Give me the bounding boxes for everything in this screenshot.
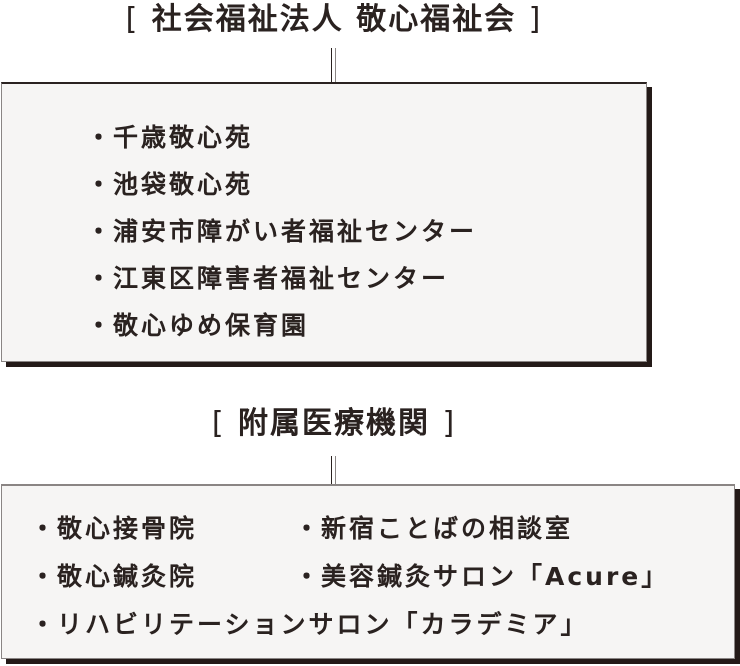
list-row: ・敬心鍼灸院 ・美容鍼灸サロン「Acure」 xyxy=(30,554,669,602)
organization-heading: [ 社会福祉法人 敬心福祉会 ] xyxy=(0,0,668,40)
facility-label: 敬心ゆめ保育園 xyxy=(113,311,310,340)
list-item: ・敬心接骨院 xyxy=(30,506,294,554)
facility-label: 池袋敬心苑 xyxy=(113,170,254,199)
medical-institutions-list: ・敬心接骨院 ・新宿ことばの相談室 ・敬心鍼灸院 ・美容鍼灸サロン「Acure」… xyxy=(30,506,669,650)
bullet-icon: ・ xyxy=(86,123,115,152)
institution-label: 美容鍼灸サロン「Acure」 xyxy=(321,562,670,591)
list-item: ・新宿ことばの相談室 xyxy=(294,506,573,554)
facility-item: ・敬心ゆめ保育園 xyxy=(86,302,477,349)
list-row: ・敬心接骨院 ・新宿ことばの相談室 xyxy=(30,506,669,554)
institution-label: 新宿ことばの相談室 xyxy=(321,514,574,543)
bracket-close: ] xyxy=(442,406,457,441)
institution-label: 敬心接骨院 xyxy=(57,514,198,543)
bullet-icon: ・ xyxy=(86,170,115,199)
bullet-icon: ・ xyxy=(294,514,323,543)
facility-label: 浦安市障がい者福祉センター xyxy=(113,217,478,246)
bullet-icon: ・ xyxy=(30,562,59,591)
facility-item: ・浦安市障がい者福祉センター xyxy=(86,208,477,255)
medical-institutions-title: 附属医療機関 xyxy=(238,406,430,441)
medical-institutions-box: ・敬心接骨院 ・新宿ことばの相談室 ・敬心鍼灸院 ・美容鍼灸サロン「Acure」… xyxy=(1,484,735,659)
list-item: ・美容鍼灸サロン「Acure」 xyxy=(294,554,669,602)
organization-name: 社会福祉法人 敬心福祉会 xyxy=(151,2,517,37)
bullet-icon: ・ xyxy=(86,217,115,246)
bracket-open: [ xyxy=(211,406,226,441)
facilities-list: ・千歳敬心苑 ・池袋敬心苑 ・浦安市障がい者福祉センター ・江東区障害者福祉セン… xyxy=(86,114,477,349)
facilities-box: ・千歳敬心苑 ・池袋敬心苑 ・浦安市障がい者福祉センター ・江東区障害者福祉セン… xyxy=(1,82,647,362)
institution-label: リハビリテーションサロン「カラデミア」 xyxy=(57,610,589,639)
facility-item: ・池袋敬心苑 xyxy=(86,161,477,208)
bracket-close: ] xyxy=(528,2,543,37)
institution-label: 敬心鍼灸院 xyxy=(57,562,198,591)
bullet-icon: ・ xyxy=(30,514,59,543)
bullet-icon: ・ xyxy=(30,610,59,639)
bracket-open: [ xyxy=(125,2,140,37)
bullet-icon: ・ xyxy=(86,311,115,340)
facility-label: 江東区障害者福祉センター xyxy=(113,264,450,293)
facility-item: ・江東区障害者福祉センター xyxy=(86,255,477,302)
bullet-icon: ・ xyxy=(86,264,115,293)
facility-label: 千歳敬心苑 xyxy=(113,123,254,152)
list-item: ・リハビリテーションサロン「カラデミア」 xyxy=(30,602,589,650)
connector-line xyxy=(331,48,336,82)
connector-line xyxy=(331,456,336,484)
list-row: ・リハビリテーションサロン「カラデミア」 xyxy=(30,602,669,650)
bullet-icon: ・ xyxy=(294,562,323,591)
list-item: ・敬心鍼灸院 xyxy=(30,554,294,602)
medical-institutions-heading: [ 附属医療機関 ] xyxy=(0,404,668,444)
facility-item: ・千歳敬心苑 xyxy=(86,114,477,161)
